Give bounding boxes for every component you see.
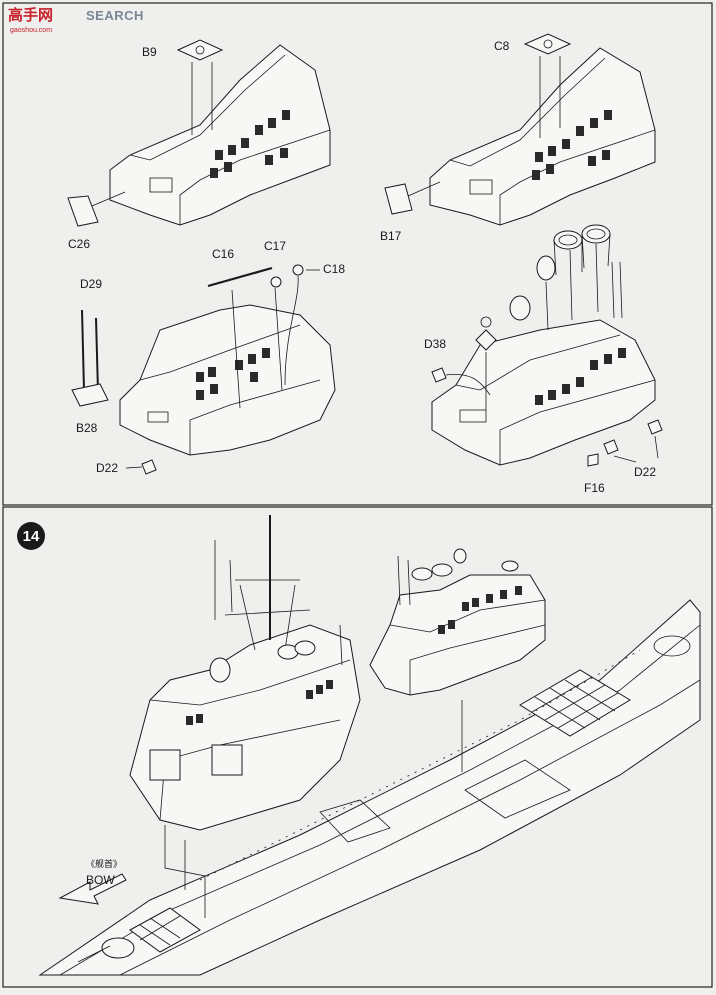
watermark: 高手网 SEARCH gaoshou.com [8, 2, 144, 36]
label-c17: C17 [264, 239, 286, 253]
vls-aft [519, 669, 631, 737]
step-number: 14 [23, 528, 40, 545]
label-f16: F16 [584, 481, 605, 495]
watermark-name: SEARCH [86, 8, 144, 23]
label-b17: B17 [380, 229, 402, 243]
label-d22-left: D22 [96, 461, 118, 475]
part-d22-left [141, 459, 157, 475]
superstructure-aft-lower [431, 224, 663, 467]
label-c16: C16 [212, 247, 234, 261]
bottom-panel-frame [2, 506, 713, 988]
bow-label-en: BOW [86, 873, 115, 887]
watermark-site: gaoshou.com [10, 27, 52, 34]
part-b28 [71, 383, 109, 407]
label-c18: C18 [323, 262, 345, 276]
top-panel-frame [2, 2, 713, 506]
part-d38 [431, 367, 447, 383]
label-c26: C26 [68, 237, 90, 251]
bow-indicator [58, 873, 127, 905]
vls-forward [129, 907, 201, 953]
label-d38: D38 [424, 337, 446, 351]
superstructure-forward-upper [67, 39, 331, 227]
forward-superstructure-assembly [129, 515, 361, 918]
step-14-badge: 14 [17, 522, 45, 550]
label-b28: B28 [76, 421, 98, 435]
label-b9: B9 [142, 45, 157, 59]
aft-superstructure-assembly [369, 548, 546, 772]
watermark-logo: 高手网 [8, 6, 53, 24]
bow-arrow [58, 873, 127, 905]
part-c26 [67, 195, 99, 227]
part-b17 [384, 183, 413, 215]
label-d29: D29 [80, 277, 102, 291]
part-c8 [523, 33, 572, 55]
part-d22-right [647, 419, 663, 435]
part-b9 [176, 39, 224, 61]
superstructure-forward-lower [71, 264, 336, 475]
mast [214, 515, 343, 666]
superstructure-aft-upper [384, 33, 656, 226]
bow-label-cn: 《舰首》 [86, 858, 122, 869]
label-c8: C8 [494, 39, 510, 53]
part-f16 [587, 453, 599, 467]
label-d22-right: D22 [634, 465, 656, 479]
